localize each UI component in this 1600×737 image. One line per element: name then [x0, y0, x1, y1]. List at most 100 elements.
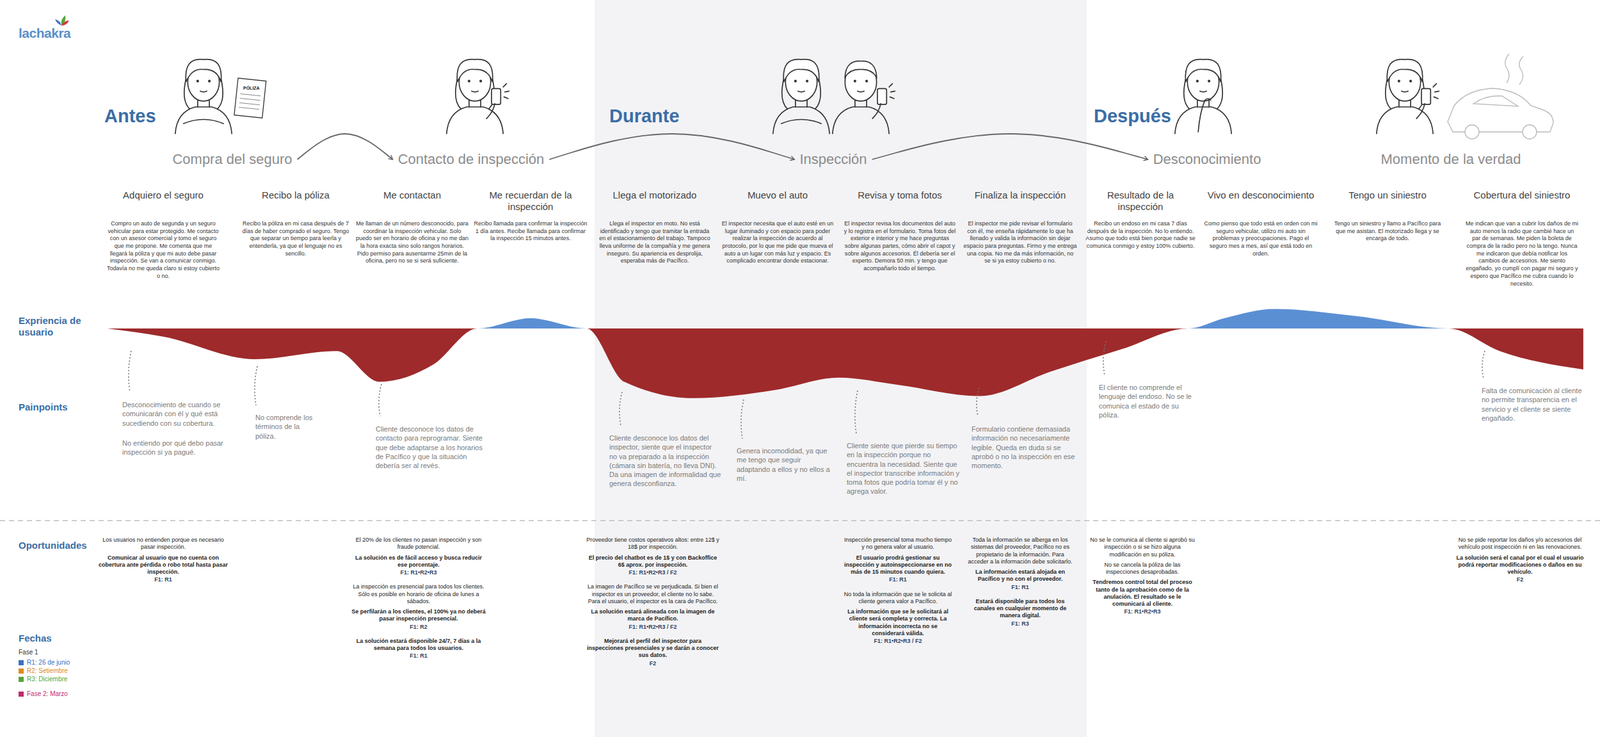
leader-line — [378, 384, 382, 416]
journey-step: Me recuerdan de la inspecciónRecibo llam… — [473, 189, 588, 243]
release-tag: F1: R1 — [843, 576, 953, 584]
positive-experience-area — [106, 309, 1584, 329]
leader-line — [1482, 350, 1485, 379]
painpoint-text: Cliente desconoce los datos del inspecto… — [609, 433, 722, 489]
release-tag: F1: R1•R2•R3 / F2 — [843, 637, 953, 645]
step-description: Me indican que van a cubrir los daños de… — [1464, 220, 1579, 288]
legend-row: R3: Diciembre — [18, 674, 70, 683]
negative-experience-area — [106, 328, 1584, 399]
release-tag: F1: R1•R2•R3 / F2 — [585, 568, 720, 576]
crashed-car-sketch — [1447, 53, 1554, 139]
experience-curve — [106, 309, 1584, 399]
leader-line — [741, 399, 744, 439]
opportunity-column: No se pide reportar los daños y/o acceso… — [1456, 536, 1584, 584]
journey-step: Me contactanMe llaman de un número desco… — [355, 189, 470, 265]
step-description: Recibo un endoso en mi casa 7 días despu… — [1083, 220, 1198, 251]
painpoint-text: Cliente siente que pierde su tiempo en l… — [846, 440, 964, 496]
illustrations — [55, 15, 1554, 139]
opportunity-column: El 20% de los clientes no pasan inspecci… — [351, 536, 486, 660]
phase-title: Durante — [609, 105, 680, 127]
journey-step: Finaliza la inspecciónEl inspector me pi… — [963, 189, 1078, 265]
row-label: Expriencia de usuario — [18, 314, 83, 338]
stage-title: Inspección — [799, 151, 867, 168]
opportunity-text: La inspección es presencial para todos l… — [351, 583, 486, 605]
step-title: Finaliza la inspección — [963, 189, 1078, 216]
person-sketch — [1175, 59, 1232, 134]
step-description: Tengo un siniestro y llamo a Pacífico pa… — [1330, 220, 1445, 243]
leader-line — [855, 390, 858, 434]
stage-title: Momento de la verdad — [1381, 151, 1522, 168]
step-title: Resultado de la inspección — [1083, 189, 1198, 216]
solution-text: La información estará alojada en Pacífic… — [965, 568, 1075, 584]
step-title: Muevo el auto — [720, 189, 835, 216]
stage-heading: Contacto de inspección — [398, 151, 545, 168]
opportunity-column: Proveedor tiene costos operativos altos:… — [585, 536, 720, 667]
stage-title: Desconocimiento — [1153, 151, 1262, 168]
release-tag: F1: R1 — [96, 576, 231, 584]
solution-text: Mejorará el perfil del inspector para in… — [585, 637, 720, 660]
step-description: Compro un auto de segunda y un seguro ve… — [106, 220, 221, 281]
solution-text: La información que se le solicitará al c… — [843, 608, 953, 637]
step-description: El inspector revisa los documentos del a… — [842, 220, 957, 273]
person-sketch — [175, 59, 232, 134]
step-description: Recibo llamada para confirmar la inspecc… — [473, 220, 588, 243]
release-legend: R1: 26 de junioR2: SetiembreR3: Diciembr… — [18, 657, 70, 698]
legend-text: Fase 2: Marzo — [26, 689, 68, 698]
release-tag: F1: R3 — [965, 620, 1075, 628]
stage-heading: Compra del seguro — [172, 151, 292, 168]
solution-text: La solución es de fácil acceso y busca r… — [351, 554, 486, 569]
journey-step: Muevo el autoEl inspector necesita que e… — [720, 189, 835, 265]
release-tag: F1: R1•R2•R3 / F2 — [585, 623, 720, 631]
policy-paper — [234, 78, 267, 118]
solution-text: La solución estará disponible 24/7, 7 dí… — [351, 637, 486, 653]
solution-text: Se perfilarán a los clientes, el 100% ya… — [351, 608, 486, 623]
legend-swatch — [18, 676, 24, 682]
opportunity-text: Inspección presencial toma mucho tiempo … — [843, 536, 953, 552]
opportunity-column: Inspección presencial toma mucho tiempo … — [843, 536, 953, 645]
opportunity-column: Toda la información se alberga en los si… — [965, 536, 1075, 628]
stage-heading: Desconocimiento — [1153, 151, 1262, 168]
legend-swatch — [18, 668, 24, 674]
painpoint-text: Desconocimiento de cuando se comunicarán… — [122, 400, 232, 428]
leader-line — [1103, 341, 1106, 376]
stage-heading: Momento de la verdad — [1381, 151, 1522, 168]
release-tag: F1: R1•R2•R3 — [351, 568, 486, 576]
release-tag: F2 — [585, 659, 720, 667]
phase-title: Después — [1093, 105, 1172, 127]
painpoint-text: Falta de comunicación al cliente no perm… — [1481, 385, 1588, 423]
legend-text: R2: Setiembre — [26, 666, 68, 675]
step-title: Cobertura del siniestro — [1464, 189, 1579, 216]
solution-text: La solución estará alineada con la image… — [585, 608, 720, 623]
step-title: Me recuerdan de la inspección — [473, 189, 588, 216]
step-description: Llega el inspector en moto. No está iden… — [597, 220, 712, 265]
solution-text: El usuario prodrá gestionar su inspecció… — [843, 554, 953, 576]
opportunity-text: No se cancela la póliza de las inspeccio… — [1089, 561, 1196, 576]
step-title: Revisa y toma fotos — [842, 189, 957, 216]
person-sketch — [832, 60, 896, 134]
logo-mark — [55, 15, 70, 26]
opportunity-text: No toda la información que se le solicit… — [843, 590, 953, 606]
step-description: Como pienso que todo está en orden con m… — [1203, 220, 1318, 258]
painpoint-text: No comprende los términos de la póliza. — [255, 412, 313, 441]
legend-row: R1: 26 de junio — [18, 657, 70, 667]
row-label: Oportunidades — [18, 539, 88, 552]
opportunity-text: Toda la información se alberga en los si… — [965, 536, 1075, 566]
legend-text: R1: 26 de junio — [26, 657, 70, 667]
painpoint-text: No entiendo por qué debo pasar inspecció… — [122, 438, 232, 457]
legend-swatch — [18, 691, 24, 697]
journey-step: Recibo la pólizaRecibo la póliza en mi c… — [238, 189, 353, 258]
legend-text: R3: Diciembre — [26, 674, 68, 683]
leader-line — [254, 366, 258, 406]
release-tag: F2 — [1456, 576, 1584, 584]
stage-arrow — [872, 133, 1149, 160]
release-tag: F1: R1•R2•R3 — [1089, 608, 1196, 616]
journey-step: Revisa y toma fotos El inspector revisa l… — [842, 189, 957, 273]
leader-line — [128, 350, 132, 392]
stage-heading: Inspección — [799, 151, 867, 168]
painpoint-text: Genera incomodidad, ya que me tengo que … — [736, 446, 833, 483]
opportunity-text: El 20% de los clientes no pasan inspecci… — [351, 536, 486, 552]
stage-arrow — [549, 133, 795, 160]
stage-arrow — [297, 133, 393, 160]
opportunity-text: No se le comunica al cliente si aprobó s… — [1089, 536, 1196, 559]
